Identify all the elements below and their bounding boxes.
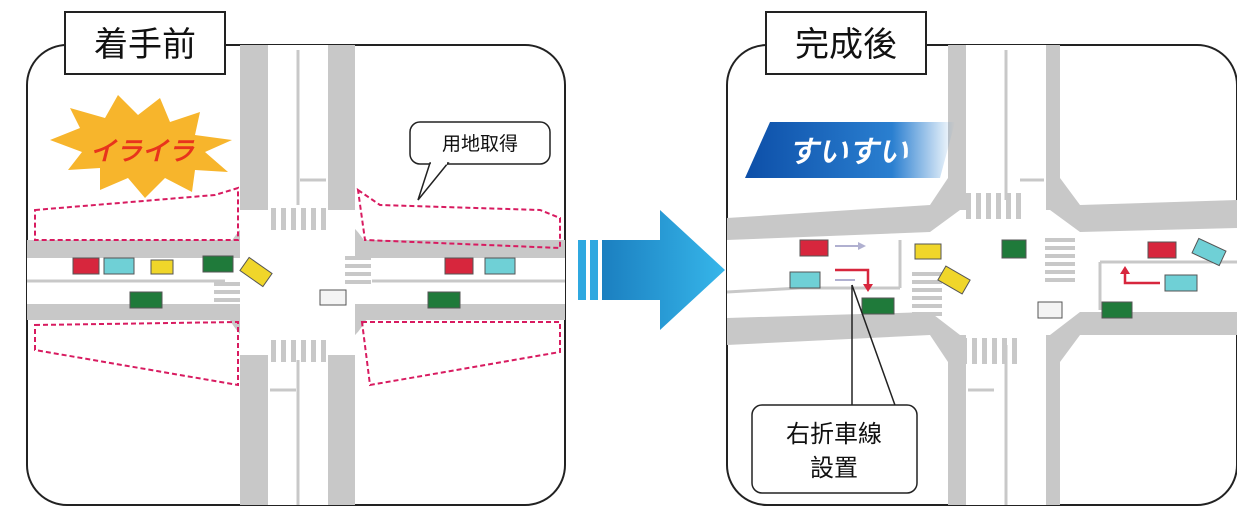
after-crosswalk-east — [1045, 238, 1075, 282]
irritation-burst — [50, 95, 232, 198]
before-cars — [72, 255, 516, 309]
before-crosswalk-west — [214, 282, 240, 310]
after-panel: 完成後 すいすい 右折車線 設置 — [726, 11, 1237, 506]
car-cyan — [1164, 274, 1198, 292]
car-cyan — [1191, 237, 1227, 267]
right-turn-arrows — [835, 266, 1160, 292]
arrow-icon — [602, 210, 725, 330]
right-turn-lane-callout — [751, 404, 918, 494]
land-acquisition-callout — [409, 121, 551, 165]
irritation-text: イライラ — [90, 137, 195, 167]
car-green — [129, 291, 163, 309]
after-crosswalk-south — [962, 338, 1017, 364]
car-white — [1037, 301, 1063, 319]
before-crosswalk-north — [271, 208, 326, 230]
car-yellow — [914, 243, 942, 260]
before-crosswalk-south — [271, 340, 326, 362]
transition-arrow — [578, 210, 725, 330]
car-red — [799, 239, 829, 257]
car-cyan — [484, 257, 516, 275]
car-cyan — [789, 271, 821, 289]
car-green — [1101, 301, 1133, 319]
car-red — [72, 257, 100, 275]
car-yellow-turning — [937, 265, 971, 295]
before-crosswalk-east — [345, 256, 371, 284]
after-crosswalk-north — [966, 193, 1021, 219]
right-turn-lane-label-line1: 右折車線 — [786, 420, 882, 448]
right-turn-lane-label-line2: 設置 — [810, 454, 858, 482]
car-white — [319, 289, 347, 306]
after-crosswalk-west — [912, 272, 942, 316]
after-title: 完成後 — [795, 25, 897, 65]
before-title-box — [64, 11, 226, 75]
car-cyan — [103, 257, 135, 275]
after-title-box — [765, 11, 927, 75]
before-title: 着手前 — [94, 25, 196, 65]
smooth-banner — [745, 122, 955, 178]
car-green — [202, 255, 234, 273]
car-yellow — [150, 259, 174, 275]
after-roads — [727, 45, 1237, 505]
after-cars — [789, 237, 1227, 319]
before-panel: 着手前 イライラ 用地取得 — [26, 11, 566, 506]
car-red — [1147, 241, 1177, 259]
before-roads — [27, 45, 565, 505]
before-land-acquisition — [34, 186, 561, 387]
land-acquisition-label: 用地取得 — [442, 133, 518, 155]
smooth-text: すいすい — [788, 135, 909, 170]
car-green — [1001, 239, 1027, 259]
car-yellow-turning — [239, 256, 273, 288]
car-green — [427, 291, 461, 309]
car-red — [444, 257, 474, 275]
car-green — [861, 297, 895, 315]
